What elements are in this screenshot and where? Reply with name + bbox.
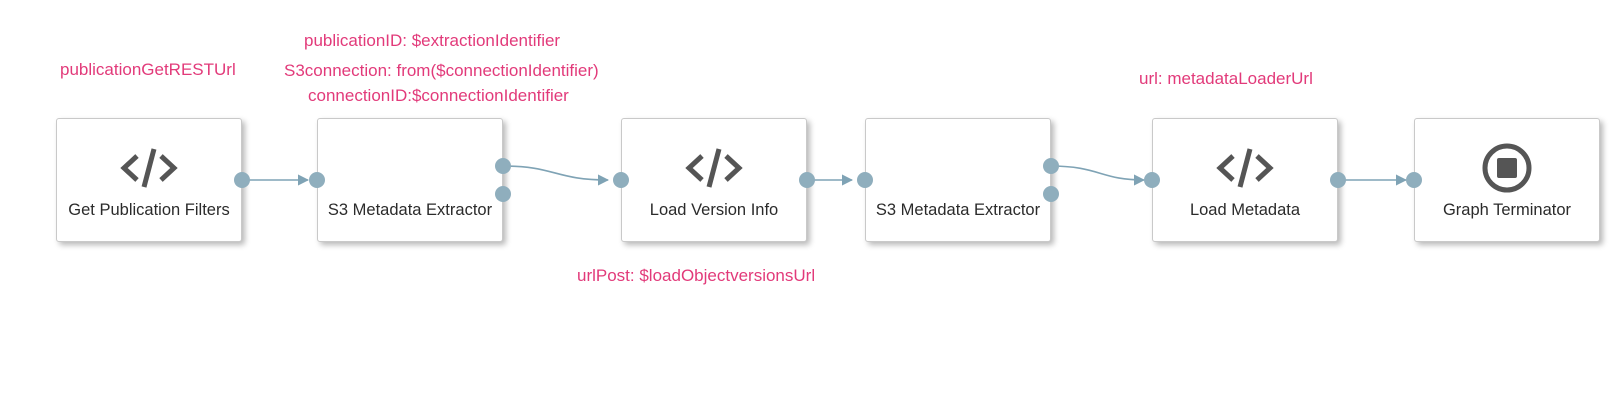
port-out-s3-metadata-extractor-2-b[interactable] bbox=[1043, 186, 1059, 202]
node-label: S3 Metadata Extractor bbox=[327, 201, 493, 219]
edge-s3-extractor-to-load-version[interactable] bbox=[502, 165, 610, 186]
node-load-metadata[interactable]: Load Metadata bbox=[1152, 118, 1338, 242]
node-label: Load Metadata bbox=[1189, 201, 1301, 219]
annotation-url-post: urlPost: $loadObjectversionsUrl bbox=[577, 266, 816, 285]
node-label: Load Version Info bbox=[649, 201, 779, 219]
node-label: Get Publication Filters bbox=[68, 201, 230, 219]
port-in-s3-metadata-extractor[interactable] bbox=[309, 172, 325, 188]
port-out-s3-metadata-extractor-2-a[interactable] bbox=[1043, 158, 1059, 174]
port-in-s3-metadata-extractor-2[interactable] bbox=[857, 172, 873, 188]
stop-icon bbox=[1477, 143, 1537, 193]
port-out-load-metadata[interactable] bbox=[1330, 172, 1346, 188]
node-graph-terminator[interactable]: Graph Terminator bbox=[1414, 118, 1600, 242]
annotation-publication-get-rest-url: publicationGetRESTUrl bbox=[60, 60, 236, 79]
annotation-url-metadata-loader: url: metadataLoaderUrl bbox=[1139, 69, 1313, 88]
annotation-s3-connection: S3connection: from($connectionIdentifier… bbox=[284, 61, 599, 80]
node-get-publication-filters[interactable]: Get Publication Filters bbox=[56, 118, 242, 242]
edge-s3-extractor-to-load-metadata[interactable] bbox=[1049, 165, 1146, 186]
port-in-load-version-info[interactable] bbox=[613, 172, 629, 188]
node-label: S3 Metadata Extractor bbox=[875, 201, 1041, 219]
port-in-load-metadata[interactable] bbox=[1144, 172, 1160, 188]
code-icon bbox=[119, 145, 179, 191]
code-icon bbox=[684, 145, 744, 191]
port-out-get-publication-filters[interactable] bbox=[234, 172, 250, 188]
code-icon bbox=[1215, 145, 1275, 191]
annotation-connection-id: connectionID:$connectionIdentifier bbox=[308, 86, 569, 105]
node-label: Graph Terminator bbox=[1442, 201, 1572, 219]
port-out-s3-metadata-extractor-a[interactable] bbox=[495, 158, 511, 174]
port-in-graph-terminator[interactable] bbox=[1406, 172, 1422, 188]
annotation-publication-id: publicationID: $extractionIdentifier bbox=[304, 31, 561, 50]
port-out-load-version-info[interactable] bbox=[799, 172, 815, 188]
node-load-version-info[interactable]: Load Version Info bbox=[621, 118, 807, 242]
node-s3-metadata-extractor[interactable]: S3 Metadata Extractor bbox=[317, 118, 503, 242]
port-out-s3-metadata-extractor-b[interactable] bbox=[495, 186, 511, 202]
node-s3-metadata-extractor-2[interactable]: S3 Metadata Extractor bbox=[865, 118, 1051, 242]
